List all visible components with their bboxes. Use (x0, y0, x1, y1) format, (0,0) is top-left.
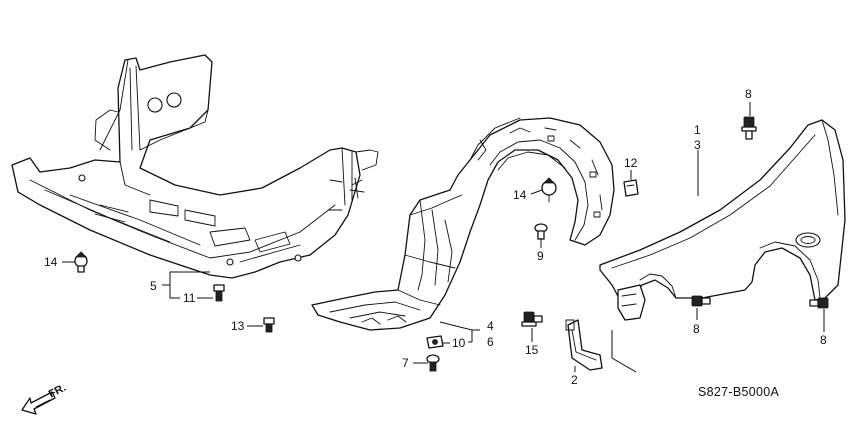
callout-12: 12 (624, 156, 638, 170)
callout-8-mid: 8 (693, 322, 700, 336)
callout-6: 6 (487, 335, 494, 349)
inner-fender (311, 117, 615, 331)
diagram-code: S827-B5000A (698, 385, 780, 399)
callout-5: 5 (150, 279, 157, 293)
callout-15: 15 (525, 343, 539, 357)
callout-2: 2 (571, 373, 578, 387)
callout-8-right: 8 (820, 333, 827, 347)
clip-icon (623, 179, 639, 197)
screw-icon (213, 284, 225, 302)
screw-icon (426, 354, 440, 372)
leader-lines (62, 102, 825, 372)
bracket-leader (611, 330, 637, 373)
front-direction-arrow-icon (21, 391, 56, 415)
callout-11: 11 (183, 291, 196, 305)
under-cover (11, 54, 379, 279)
nut-icon (426, 335, 444, 349)
callout-4: 4 (487, 319, 494, 333)
clip-icon (263, 317, 275, 333)
bolt-icon (809, 297, 829, 309)
callout-9: 9 (537, 249, 544, 263)
callout-13: 13 (231, 319, 245, 333)
callout-7: 7 (402, 356, 409, 370)
front-direction-label: FR. (47, 382, 68, 401)
fender-bracket (565, 284, 646, 371)
screw-icon (534, 223, 548, 240)
callout-14-left: 14 (44, 255, 58, 269)
callout-10: 10 (452, 336, 466, 350)
bolt-icon (521, 311, 543, 327)
bolt-icon (691, 295, 711, 307)
callout-8-top: 8 (745, 87, 752, 101)
front-fender (599, 119, 846, 306)
push-clip-icon (74, 251, 88, 273)
push-clip-icon (541, 177, 557, 203)
callout-14-right: 14 (513, 188, 527, 202)
callout-1: 1 (694, 123, 701, 137)
callout-3: 3 (694, 138, 701, 152)
bolt-icon (741, 116, 757, 140)
